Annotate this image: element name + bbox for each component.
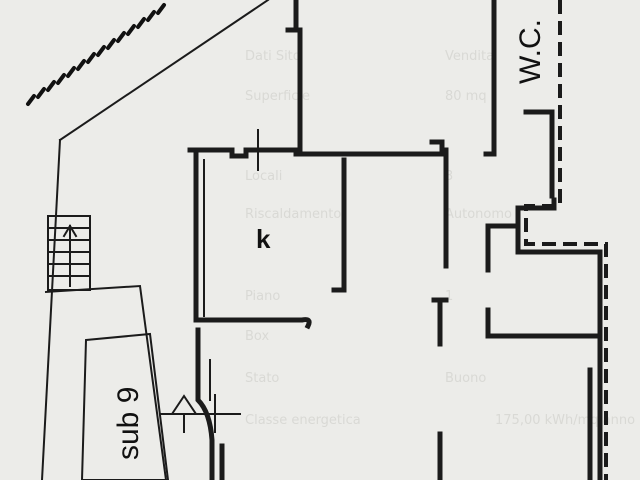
kitchen-label: k bbox=[256, 224, 271, 254]
ghost-value: 80 mq bbox=[445, 89, 487, 104]
ghost-label: Classe energetica bbox=[245, 413, 361, 428]
left-boundary bbox=[40, 138, 62, 480]
right-partition-lower bbox=[431, 297, 449, 347]
ghost-label: Dati Sito bbox=[245, 49, 301, 64]
central-top-wall bbox=[293, 139, 445, 157]
ghost-value: 1 bbox=[445, 289, 453, 304]
stair-arrow bbox=[62, 224, 78, 287]
hatch-mark bbox=[66, 66, 76, 78]
ghost-label: Riscaldamento bbox=[245, 207, 341, 222]
hatch-mark bbox=[76, 59, 86, 71]
entrance-triangle bbox=[170, 394, 198, 433]
ghost-value: 175,00 kWh/mq anno bbox=[495, 413, 635, 428]
lower-left-wall bbox=[195, 327, 215, 480]
ghost-label: Locali bbox=[245, 169, 282, 184]
hatch-mark bbox=[56, 73, 66, 85]
hatch-mark bbox=[116, 31, 126, 43]
kitchen-top-wall bbox=[187, 147, 299, 159]
sub-9-block bbox=[80, 332, 170, 480]
entrance-marker bbox=[159, 394, 241, 433]
hall-inner-wall bbox=[515, 223, 603, 480]
hatch-mark bbox=[136, 17, 146, 29]
wc-label: W.C. bbox=[514, 19, 547, 84]
ghost-label: Superficie bbox=[245, 89, 310, 104]
hatch-mark bbox=[46, 80, 56, 92]
ghost-value: Autonomo bbox=[445, 207, 512, 222]
wc-divider bbox=[523, 109, 555, 199]
ghost-label: Box bbox=[245, 329, 269, 344]
wc-left-wall bbox=[483, 0, 497, 157]
ghost-value: 3 bbox=[445, 169, 453, 184]
ghost-label: Stato bbox=[245, 371, 279, 386]
hall-lower-left bbox=[485, 307, 603, 339]
roof-hatching bbox=[26, 3, 166, 106]
diagonal-boundary bbox=[58, 0, 270, 142]
hatch-mark bbox=[126, 24, 136, 36]
hatch-mark bbox=[106, 38, 116, 50]
ghost-value: Vendita bbox=[445, 49, 494, 64]
top-vertical-wall bbox=[285, 0, 303, 155]
hatch-mark bbox=[86, 52, 96, 64]
hatch-mark bbox=[156, 3, 166, 15]
central-partition bbox=[331, 157, 347, 293]
hatch-mark bbox=[26, 94, 36, 106]
staircase bbox=[47, 215, 91, 291]
ghost-label: Piano bbox=[245, 289, 280, 304]
dashed-boundary bbox=[524, 0, 608, 480]
sub-9-label: sub 9 bbox=[112, 387, 145, 460]
apartment-walls bbox=[187, 0, 603, 480]
hatch-mark bbox=[96, 45, 106, 57]
kitchen-bottom-wall bbox=[193, 317, 312, 330]
hatch-mark bbox=[146, 10, 156, 22]
hatch-mark bbox=[36, 87, 46, 99]
ghost-value: Buono bbox=[445, 371, 486, 386]
